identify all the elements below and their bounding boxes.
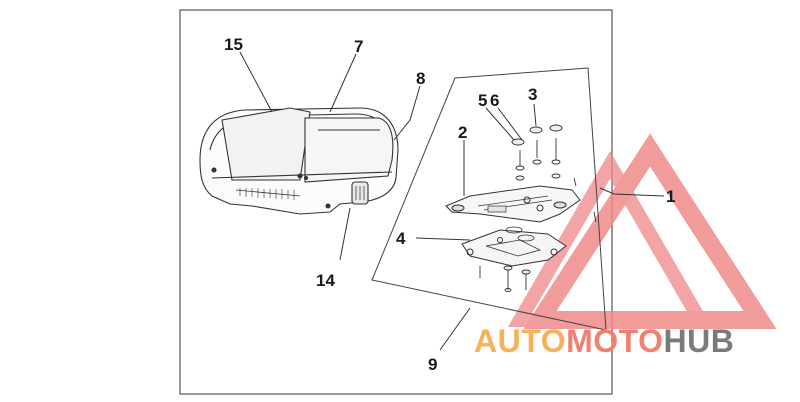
- case-vent-grille: [239, 188, 295, 200]
- callout-15: 15: [224, 35, 243, 54]
- watermark-hub: HUB: [663, 323, 734, 359]
- top-case-drawing: [199, 107, 399, 215]
- callout-14: 14: [316, 271, 335, 290]
- carrier-plate-drawing: [445, 124, 597, 292]
- callout-7: 7: [354, 37, 363, 56]
- callout-2: 2: [458, 123, 467, 142]
- callout-1: 1: [666, 187, 675, 206]
- watermark-text: AUTOMOTOHUB: [474, 323, 734, 359]
- svg-text:AUTOMOTOHUB: AUTOMOTOHUB: [474, 323, 734, 359]
- callout-4: 4: [396, 229, 406, 248]
- callout-5: 5: [478, 91, 487, 110]
- callout-3: 3: [528, 85, 537, 104]
- callout-6: 6: [490, 91, 499, 110]
- callout-labels: 15 7 8 5 6 3 2 4 14 1 9: [224, 35, 675, 374]
- callout-8: 8: [416, 69, 425, 88]
- assembly-inset-outline: [371, 67, 607, 331]
- watermark-auto: AUTO: [474, 323, 566, 359]
- leader-lines: [239, 51, 665, 351]
- watermark-moto: MOTO: [566, 323, 663, 359]
- callout-9: 9: [428, 355, 437, 374]
- watermark-logo: [507, 133, 777, 329]
- fastener-stack: [479, 124, 597, 292]
